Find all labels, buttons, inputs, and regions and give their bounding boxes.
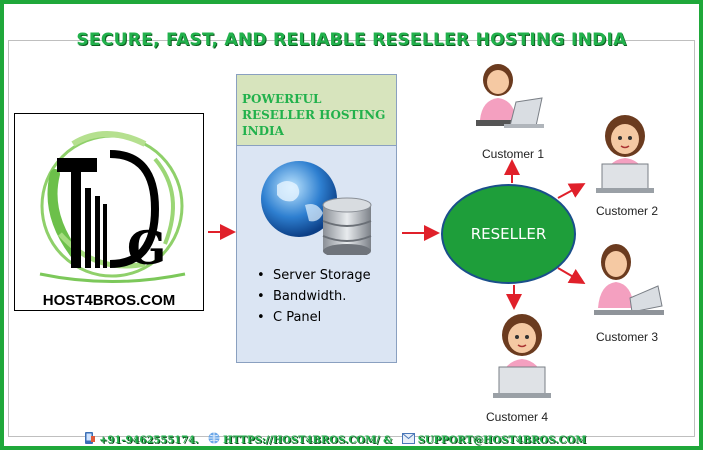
footer-email[interactable]: SUPPORT@HOST4BROS.COM <box>417 435 587 446</box>
svg-text:G: G <box>127 221 166 275</box>
inner-border <box>8 40 695 437</box>
customer-2-icon <box>596 115 654 193</box>
globe-icon <box>208 432 220 447</box>
customer-1-icon <box>476 64 544 128</box>
globe-server-icon <box>261 161 372 255</box>
footer-website[interactable]: HTTPS://HOST4BROS.COM/ & <box>223 435 393 446</box>
logo-caption: HOST4BROS.COM <box>42 292 176 309</box>
customer-3-label: Customer 3 <box>596 330 659 344</box>
feature-item: Server Storage <box>257 265 371 286</box>
diagram-title: SECURE, FAST, AND RELIABLE RESELLER HOST… <box>76 30 627 50</box>
reseller-node: RESELLER <box>441 184 576 284</box>
panel-heading: POWERFUL RESELLER HOSTING INDIA <box>242 92 386 138</box>
arrow-to-customer-2 <box>557 183 586 199</box>
arrow-to-customer-3 <box>557 267 586 285</box>
customer-3-icon <box>594 244 664 315</box>
email-icon <box>401 432 415 447</box>
logo-emblem-icon: G <box>39 131 186 283</box>
hosting-panel: POWERFUL RESELLER HOSTING INDIA <box>236 74 397 363</box>
reseller-label: RESELLER <box>470 225 547 243</box>
customer-2-label: Customer 2 <box>596 204 659 218</box>
feature-item: Bandwidth. <box>257 286 371 307</box>
customer-4-icon <box>493 314 551 398</box>
contact-footer: +91-9462555174. HTTPS://HOST4BROS.COM/ &… <box>84 432 586 446</box>
panel-header: POWERFUL RESELLER HOSTING INDIA <box>237 75 396 146</box>
customer-1-label: Customer 1 <box>482 147 545 161</box>
feature-item: C Panel <box>257 307 371 328</box>
feature-list: Server Storage Bandwidth. C Panel <box>257 265 371 328</box>
host4bros-logo: G HOST4BROS.COM <box>14 113 204 311</box>
footer-phone: +91-9462555174. <box>99 435 199 446</box>
phone-icon <box>84 432 96 447</box>
customer-4-label: Customer 4 <box>486 410 549 424</box>
